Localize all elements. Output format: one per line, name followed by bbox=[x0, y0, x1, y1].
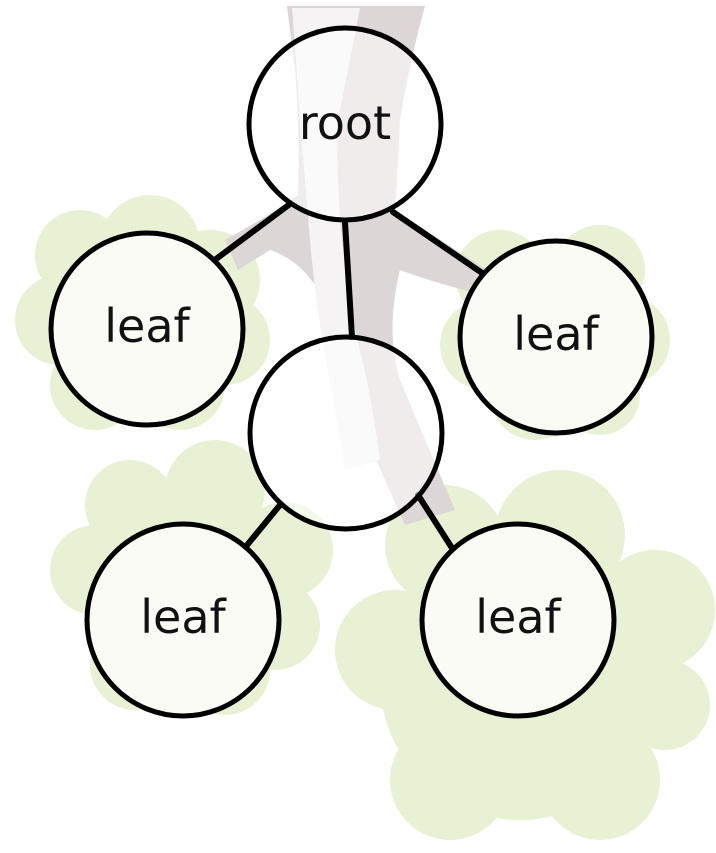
tree-edges bbox=[209, 201, 488, 553]
edge-root-leaf-right bbox=[390, 209, 488, 278]
node-leaf-bottom-left-label: leaf bbox=[140, 590, 227, 644]
edge-root-inner bbox=[342, 219, 355, 340]
edge-inner-leaf-bottom-right bbox=[415, 492, 455, 551]
node-leaf-bottom-right: leaf bbox=[419, 521, 617, 719]
node-leaf-right-label: leaf bbox=[513, 307, 600, 361]
node-inner bbox=[247, 334, 445, 532]
edge-inner-leaf-bottom-left bbox=[240, 502, 283, 553]
node-root-label: root bbox=[299, 96, 391, 150]
edge-root-leaf-left bbox=[209, 201, 293, 265]
node-root: root bbox=[246, 25, 444, 223]
node-leaf-bottom-right-label: leaf bbox=[475, 590, 562, 644]
node-leaf-left: leaf bbox=[48, 230, 246, 428]
node-leaf-bottom-left: leaf bbox=[84, 521, 282, 719]
node-leaf-left-label: leaf bbox=[104, 299, 191, 353]
node-leaf-right: leaf bbox=[457, 238, 655, 436]
